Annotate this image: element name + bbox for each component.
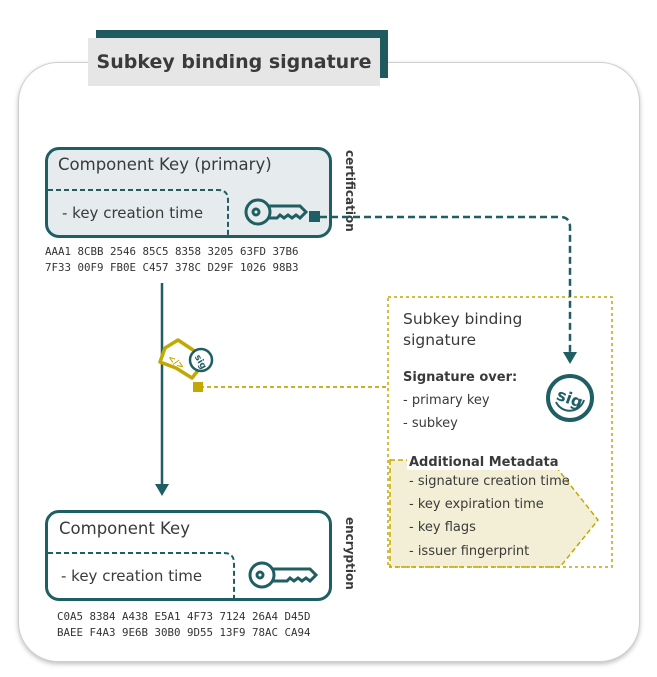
arrowhead [563, 352, 577, 364]
fingerprint-line: AAA1 8CBB 2546 85C5 8358 3205 63FD 37B6 [45, 245, 299, 258]
metadata-item: - signature creation time [409, 474, 570, 489]
metadata-shape [389, 459, 599, 568]
sig-icon: sig [546, 374, 594, 422]
subkey-divider [48, 552, 235, 599]
subkey-role: encryption [343, 517, 357, 590]
primary-fingerprint: AAA1 8CBB 2546 85C5 8358 3205 63FD 37B6 7… [45, 244, 299, 276]
subkey-creation-time: - key creation time [61, 567, 203, 585]
metadata-heading: Additional Metadata [407, 455, 561, 470]
signature-tag-icon: </> sig [158, 338, 214, 380]
metadata-item: - key expiration time [409, 497, 544, 512]
primary-divider [48, 189, 229, 236]
metadata-item: - issuer fingerprint [409, 544, 530, 559]
subkey-title: Component Key [59, 519, 190, 538]
metadata-item: - key flags [409, 520, 476, 535]
fingerprint-line: C0A5 8384 A438 E5A1 4F73 7124 26A4 D45D [57, 610, 311, 623]
fingerprint-line: BAEE F4A3 9E6B 30B0 9D55 13F9 78AC CA94 [57, 626, 311, 639]
primary-key-role: certification [343, 150, 357, 232]
signature-title-line: signature [403, 331, 477, 349]
primary-key-creation-time: - key creation time [62, 204, 204, 222]
signature-connector-square [193, 382, 203, 392]
signature-title: Subkey binding signature [403, 309, 522, 351]
signature-title-line: Subkey binding [403, 310, 523, 328]
signature-over-item: - primary key [403, 393, 490, 408]
primary-key-box [45, 147, 332, 238]
subkey-box [45, 510, 332, 601]
fingerprint-line: 7F33 00F9 FB0E C457 378C D29F 1026 98B3 [45, 261, 299, 274]
key-connector-square [309, 211, 320, 222]
arrowhead [155, 484, 169, 496]
signature-over-item: - subkey [403, 416, 458, 431]
key-icon [248, 561, 319, 589]
primary-key-title: Component Key (primary) [58, 155, 272, 174]
subkey-fingerprint: C0A5 8384 A438 E5A1 4F73 7124 26A4 D45D B… [57, 609, 311, 641]
key-icon [244, 198, 309, 226]
signature-box [387, 296, 613, 568]
certification-arrow [320, 215, 572, 352]
diagram-title: Subkey binding signature [88, 38, 380, 86]
signature-over-heading: Signature over: [403, 370, 518, 385]
